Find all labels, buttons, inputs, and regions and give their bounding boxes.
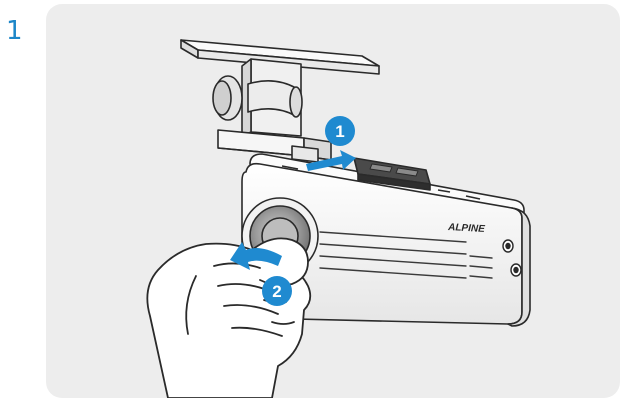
- callout-label-1: 1: [335, 122, 344, 141]
- dashcam-mount-illustration: ALPINE: [46, 4, 620, 398]
- hand: [147, 238, 310, 398]
- mount-bracket: [181, 40, 379, 162]
- callout-label-2: 2: [272, 282, 281, 301]
- brand-logo: ALPINE: [447, 222, 486, 235]
- callout-badge-2: 2: [262, 276, 292, 306]
- illustration-panel: ALPINE: [46, 4, 620, 398]
- step-number: 1: [6, 16, 23, 46]
- callout-badge-1: 1: [325, 116, 355, 146]
